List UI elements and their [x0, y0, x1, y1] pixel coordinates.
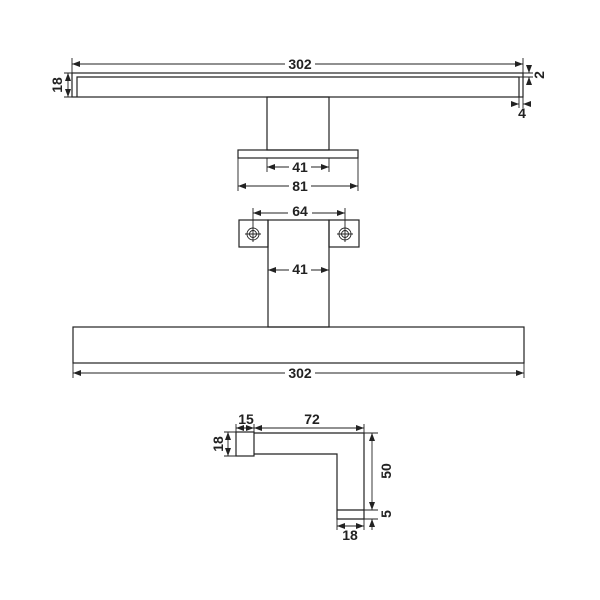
lamp-bar-inner-edge	[76, 76, 520, 97]
dimension-18-top: 18	[49, 77, 65, 93]
dimension-41-front: 41	[292, 261, 308, 277]
dimension-41-top: 41	[292, 159, 308, 175]
dimension-50: 50	[378, 463, 394, 479]
dimension-18-side: 18	[210, 436, 226, 452]
lamp-bar-front	[72, 326, 525, 364]
dimension-5: 5	[378, 510, 394, 518]
dimension-15: 15	[238, 411, 254, 427]
screw-hole-icon	[337, 226, 353, 242]
bracket-tab-left	[238, 219, 269, 248]
bracket-tab-right	[328, 219, 360, 248]
dimension-302-front: 302	[288, 365, 312, 381]
top-view: 302 18 2 4 41 81	[49, 55, 547, 194]
dimension-4: 4	[518, 105, 526, 121]
dimension-2: 2	[531, 71, 547, 79]
dimension-18-bottom: 18	[342, 527, 358, 543]
dimension-64: 64	[292, 203, 308, 219]
base-plate-top	[237, 149, 359, 159]
side-view: 15 72 18 50 5 18	[210, 411, 394, 543]
stem-top	[266, 96, 330, 151]
dimension-72: 72	[304, 411, 320, 427]
dimension-81: 81	[292, 178, 308, 194]
front-view: 64 41 302	[72, 203, 525, 381]
arm-side	[254, 432, 365, 520]
wall-mount-side	[235, 431, 255, 457]
extension-lines	[364, 432, 378, 520]
extension-lines	[235, 424, 365, 433]
dimension-302-top: 302	[288, 56, 312, 72]
screw-hole-icon	[245, 226, 261, 242]
